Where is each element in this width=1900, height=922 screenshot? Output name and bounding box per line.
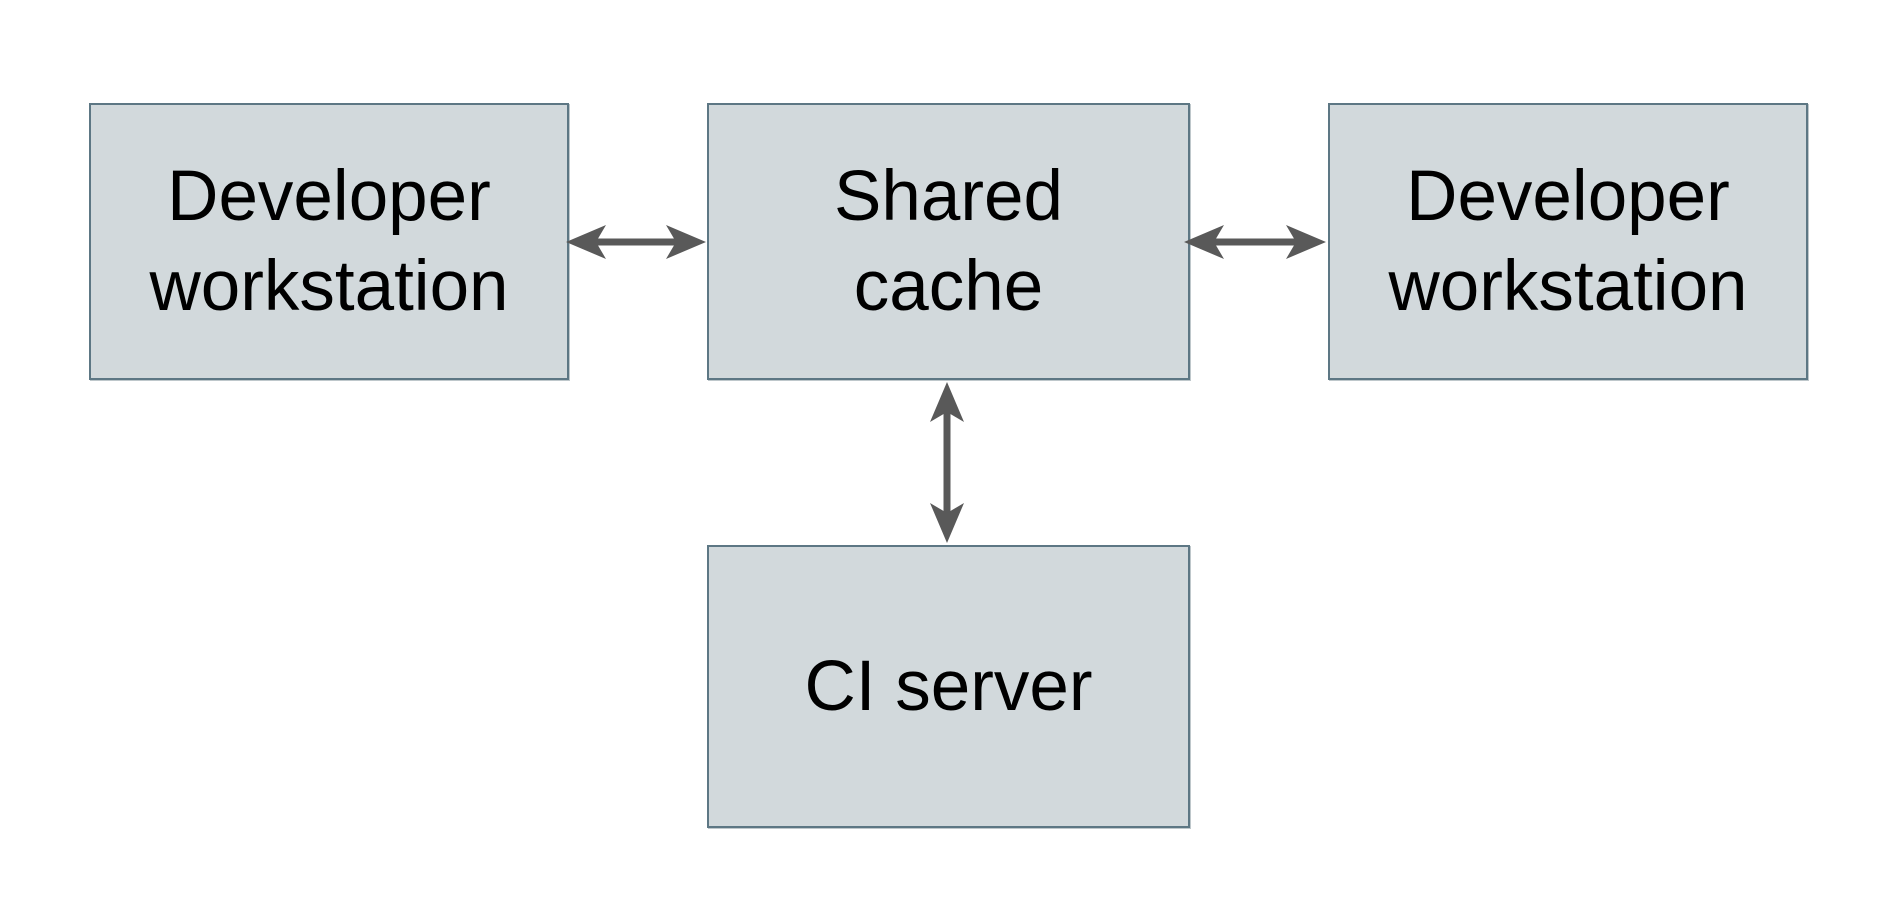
- bidirectional-arrow-left-workstation-cache: [566, 225, 706, 259]
- node-label: CI server: [804, 646, 1093, 726]
- bidirectional-arrow-cache-right-workstation: [1184, 225, 1326, 259]
- node-ci-server: CI server: [707, 545, 1190, 828]
- node-shared-cache: Shared cache: [707, 103, 1190, 380]
- node-label: Developer workstation: [1388, 157, 1748, 326]
- node-label: Shared cache: [834, 157, 1063, 326]
- node-developer-workstation-left: Developer workstation: [89, 103, 569, 380]
- bidirectional-arrow-cache-ci-server: [930, 382, 964, 543]
- node-developer-workstation-right: Developer workstation: [1328, 103, 1808, 380]
- node-label: Developer workstation: [149, 157, 509, 326]
